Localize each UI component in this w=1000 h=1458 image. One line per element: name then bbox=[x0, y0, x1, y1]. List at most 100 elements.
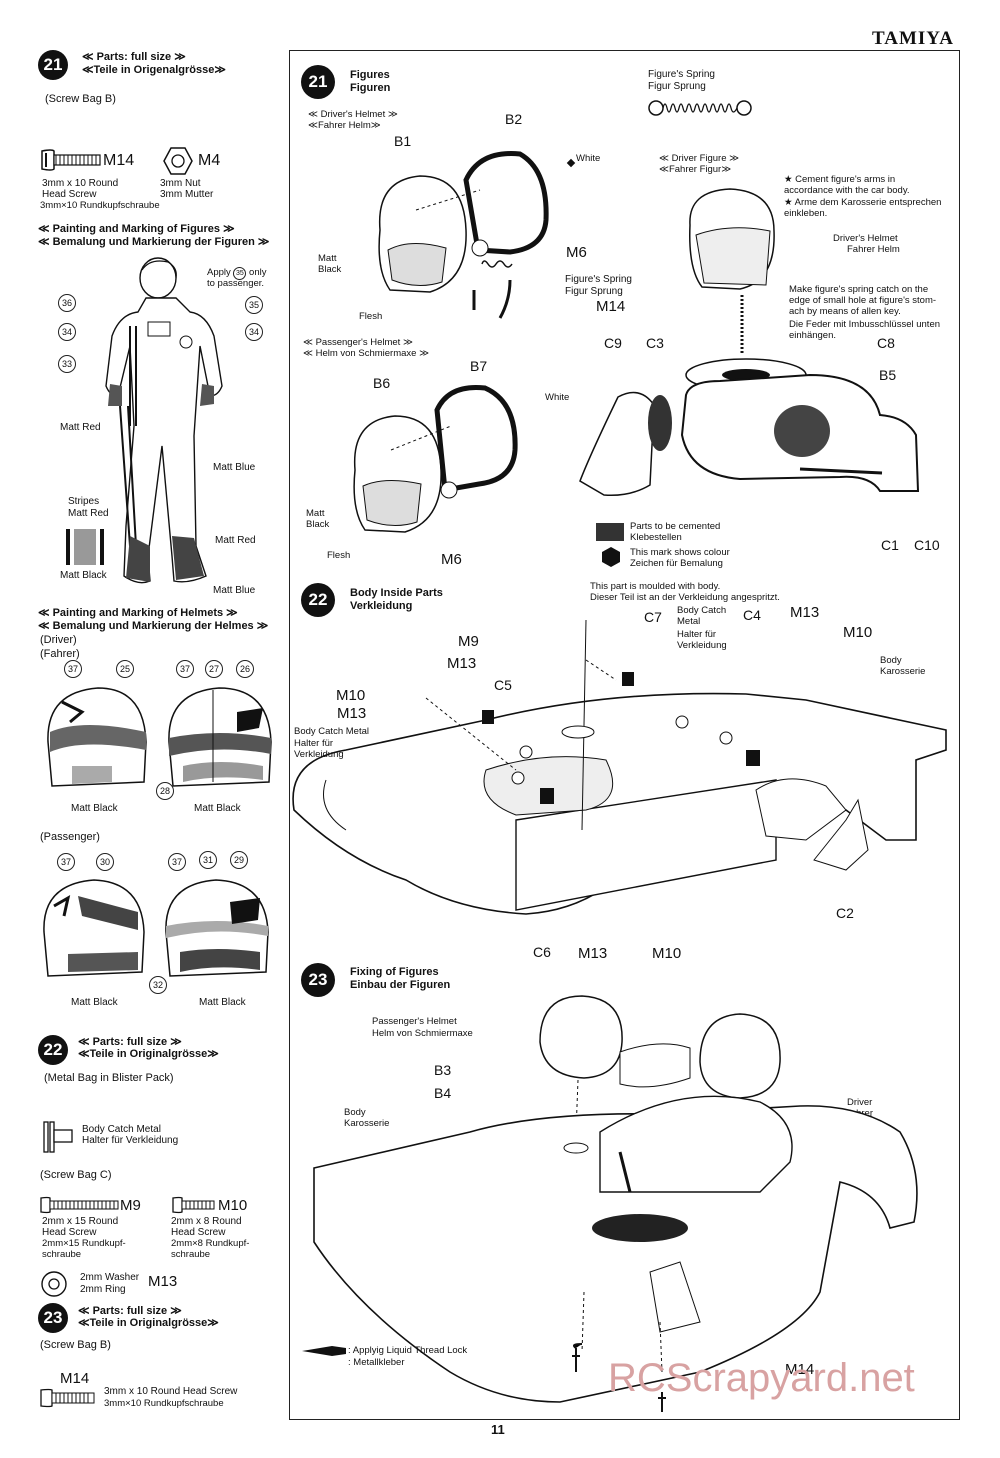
apply-only-passenger-note: Apply 35 only bbox=[207, 267, 267, 280]
part-c10-label: C10 bbox=[914, 537, 940, 553]
metal-bag-label: (Metal Bag in Blister Pack) bbox=[44, 1072, 174, 1084]
helmet-driver-label: (Driver) bbox=[40, 634, 77, 646]
step-23-fixing-badge: 23 bbox=[301, 963, 335, 997]
m9-desc-en1: 2mm x 15 Round bbox=[42, 1216, 119, 1227]
passenger-helmet-heading-en: ≪ Passenger's Helmet ≫ bbox=[303, 337, 413, 348]
thread-lock-legend-de: : Metallkleber bbox=[348, 1357, 405, 1368]
step-21-parts-heading-en: ≪ Parts: full size ≫ bbox=[82, 51, 186, 63]
part-m10-label-s22-b: M10 bbox=[336, 687, 366, 704]
helmet-decal: 37 bbox=[64, 660, 82, 678]
painting-helmets-heading-de: ≪ Bemalung und Markierung der Helmes ≫ bbox=[38, 620, 269, 632]
figure-spring-label-de: Figur Sprung bbox=[648, 81, 706, 92]
m10-desc-de2: schraube bbox=[171, 1249, 211, 1260]
body-callout-de: Karosserie bbox=[880, 666, 926, 677]
part-b5-label: B5 bbox=[879, 367, 897, 383]
matt-black-colour-label: Matt bbox=[318, 253, 337, 264]
body-callout-s23-de: Karosserie bbox=[344, 1118, 390, 1129]
part-m9-label-s22: M9 bbox=[458, 633, 479, 650]
white-colour-label-2: White bbox=[545, 392, 570, 403]
matt-black-colour-label-4: Black bbox=[306, 519, 330, 530]
m4-code: M4 bbox=[198, 152, 221, 169]
body-catch-callout-2-en: Body Catch Metal bbox=[294, 726, 369, 737]
part-m6-label-2: M6 bbox=[441, 551, 462, 568]
passenger-helmet-callout-en: Passenger's Helmet bbox=[372, 1016, 457, 1027]
figure-spring-label-2-en: Figure's Spring bbox=[565, 274, 632, 285]
white-colour-label: White bbox=[576, 153, 601, 164]
decal-35: 35 bbox=[245, 296, 263, 314]
screw-bag-label: (Screw Bag B) bbox=[40, 1339, 111, 1351]
part-c1-label: C1 bbox=[881, 537, 899, 553]
helmet-passenger-label: (Passenger) bbox=[40, 831, 100, 843]
part-m14-label-s23: M14 bbox=[785, 1361, 815, 1378]
watermark: RCScrapyard.net bbox=[608, 1356, 915, 1400]
cement-legend-de: Klebestellen bbox=[630, 532, 682, 543]
m14-code-step23: M14 bbox=[60, 1370, 90, 1387]
part-m14-label: M14 bbox=[596, 298, 626, 315]
part-b3-label: B3 bbox=[434, 1062, 452, 1078]
part-m13-label-s22-a: M13 bbox=[447, 655, 477, 672]
m9-desc-de2: schraube bbox=[42, 1249, 82, 1260]
part-c7-label: C7 bbox=[644, 609, 662, 625]
flesh-colour-label: Flesh bbox=[359, 311, 383, 322]
body-catch-metal-en: Body Catch Metal bbox=[82, 1124, 161, 1135]
m10-desc-en1: 2mm x 8 Round bbox=[171, 1216, 242, 1227]
spring-catch-note-2: edge of small hole at figure's stom- bbox=[789, 295, 937, 306]
spring-catch-note-de-1: Die Feder mit Imbusschlüssel unten bbox=[789, 319, 941, 330]
step-21-parts-heading-de: ≪Teile in Origenalgrösse≫ bbox=[82, 64, 226, 76]
screw-bag-c-label: (Screw Bag C) bbox=[40, 1169, 112, 1181]
m9-desc-en2: Head Screw bbox=[42, 1227, 97, 1238]
figure-label-matt-red: Matt Red bbox=[60, 422, 101, 433]
driver-figure-heading-en: ≪ Driver Figure ≫ bbox=[659, 153, 740, 164]
body-callout-en: Body bbox=[880, 655, 902, 666]
m13-desc-en: 2mm Washer bbox=[80, 1272, 140, 1283]
passenger-helmet-heading-de: ≪ Helm von Schmiermaxe ≫ bbox=[303, 348, 430, 359]
helmet-decal: 26 bbox=[236, 660, 254, 678]
painting-helmets-heading-en: ≪ Painting and Marking of Helmets ≫ bbox=[38, 607, 238, 619]
page-number: 11 bbox=[491, 1422, 505, 1437]
helmet-matt-black-label: Matt Black bbox=[71, 803, 118, 814]
part-c6-label: C6 bbox=[533, 944, 551, 960]
part-b2-label: B2 bbox=[505, 111, 523, 127]
helmet-decal: 31 bbox=[199, 851, 217, 869]
colour-legend-en: This mark shows colour bbox=[630, 547, 730, 558]
figure-spring-label-2-de: Figur Sprung bbox=[565, 286, 623, 297]
stripe-swatch bbox=[66, 529, 104, 565]
m13-desc-de: 2mm Ring bbox=[80, 1284, 126, 1295]
part-c5-label: C5 bbox=[494, 677, 512, 693]
part-m13-label-s22-d: M13 bbox=[578, 945, 608, 962]
step-23-parts-heading-de: ≪Teile in Originalgrösse≫ bbox=[78, 1317, 219, 1329]
body-inside-assembly bbox=[292, 619, 947, 915]
step-23-parts-heading-en: ≪ Parts: full size ≫ bbox=[78, 1305, 182, 1317]
helmet-matt-black-label: Matt Black bbox=[71, 997, 118, 1008]
m4-desc-de: 3mm Mutter bbox=[160, 189, 214, 200]
m14-code: M14 bbox=[103, 152, 135, 169]
hex-nut-icon bbox=[163, 147, 193, 175]
spring-catch-note-1: Make figure's spring catch on the bbox=[789, 284, 929, 295]
body-catch-metal-icon bbox=[43, 1121, 73, 1153]
m10-code: M10 bbox=[218, 1197, 248, 1214]
m9-screw-icon bbox=[40, 1196, 119, 1214]
apply-only-passenger-note-2: to passenger. bbox=[207, 278, 265, 289]
decal-33: 33 bbox=[58, 355, 76, 373]
colour-legend-de: Zeichen für Bemalung bbox=[630, 558, 723, 569]
part-m13-label-s22-c: M13 bbox=[337, 705, 367, 722]
helmet-decal: 28 bbox=[156, 782, 174, 800]
helmet-decal: 25 bbox=[116, 660, 134, 678]
decal-34-right: 34 bbox=[245, 323, 263, 341]
step-22-body-badge: 22 bbox=[301, 583, 335, 617]
part-c2-label: C2 bbox=[836, 905, 854, 921]
body-catch-callout-2-de-1: Halter für bbox=[294, 738, 334, 749]
step-21-title-en: Figures bbox=[350, 69, 390, 81]
part-c8-label: C8 bbox=[877, 335, 895, 351]
helmet-decal: 27 bbox=[205, 660, 223, 678]
helmet-driver-label-de: (Fahrer) bbox=[40, 648, 80, 660]
figure-spring-label-en: Figure's Spring bbox=[648, 69, 715, 80]
m14-desc-en1: 3mm x 10 Round bbox=[42, 178, 119, 189]
driver-callout-en: Driver bbox=[847, 1097, 873, 1108]
driver-helmet-heading-de: ≪Fahrer Helm≫ bbox=[308, 120, 381, 131]
decal-36: 36 bbox=[58, 294, 76, 312]
part-c3-label: C3 bbox=[646, 335, 664, 351]
painting-figures-heading-en: ≪ Painting and Marking of Figures ≫ bbox=[38, 223, 235, 235]
decal-34-left: 34 bbox=[58, 323, 76, 341]
helmet-decal: 37 bbox=[57, 853, 75, 871]
